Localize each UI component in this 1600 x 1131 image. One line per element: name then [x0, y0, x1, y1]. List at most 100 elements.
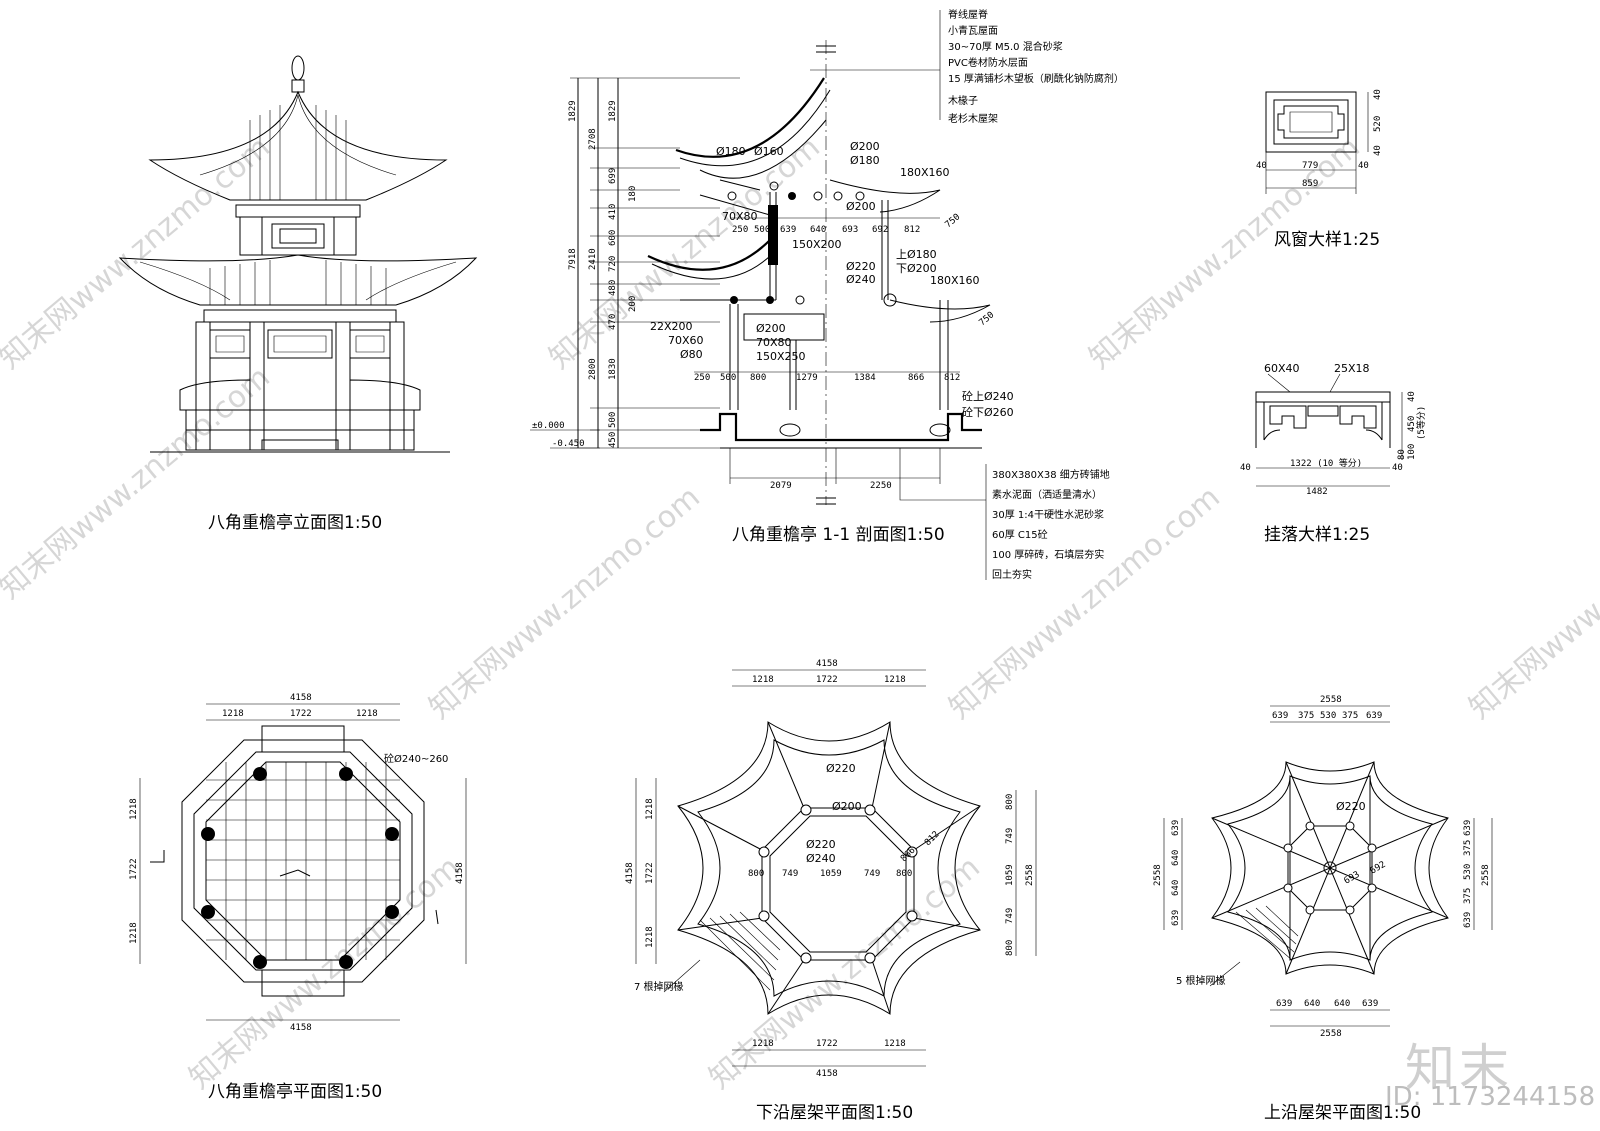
svg-text:1218: 1218: [645, 926, 655, 948]
svg-text:639: 639: [1463, 820, 1473, 836]
svg-text:1218: 1218: [645, 798, 655, 820]
svg-text:500: 500: [754, 225, 770, 235]
svg-text:1218: 1218: [129, 798, 139, 820]
svg-text:530: 530: [1463, 864, 1473, 880]
gualuo-detail: 60X40 25X18 40 1322 (10 等分) 40 1482 40 4…: [1240, 362, 1427, 545]
svg-text:639: 639: [1171, 820, 1181, 836]
svg-text:800: 800: [1005, 940, 1015, 956]
plan-view: 4158 1218 1722 1218 砼Ø240~260: [129, 693, 467, 1102]
svg-text:1218: 1218: [129, 922, 139, 944]
watermark: 知末网www.znzmo.com: [0, 130, 277, 376]
gualuo-caption: 挂落大样1:25: [1264, 525, 1370, 545]
svg-text:1322 (10 等分): 1322 (10 等分): [1290, 457, 1362, 469]
svg-text:1829: 1829: [608, 100, 618, 122]
level-minus: -0.450: [552, 439, 585, 449]
svg-text:375: 375: [1298, 711, 1314, 721]
svg-text:Ø220: Ø220: [1336, 800, 1366, 813]
svg-text:250: 250: [732, 225, 748, 235]
svg-text:800: 800: [1005, 794, 1015, 810]
svg-text:4158: 4158: [290, 693, 312, 703]
svg-text:859: 859: [1302, 179, 1318, 189]
svg-text:砼上Ø240: 砼上Ø240: [962, 390, 1014, 403]
svg-text:1218: 1218: [752, 1039, 774, 1049]
svg-text:150X200: 150X200: [792, 238, 842, 251]
svg-text:70X80: 70X80: [756, 336, 792, 349]
svg-text:600: 600: [608, 230, 618, 246]
svg-text:639: 639: [1362, 999, 1378, 1009]
svg-text:639: 639: [1463, 912, 1473, 928]
svg-text:40: 40: [1407, 391, 1417, 402]
svg-text:639: 639: [780, 225, 796, 235]
svg-text:25X18: 25X18: [1334, 362, 1370, 375]
svg-text:866: 866: [908, 373, 924, 383]
svg-text:2558: 2558: [1320, 695, 1342, 705]
watermark: 知末网www.znzmo.com: [1463, 480, 1600, 726]
svg-text:1218: 1218: [752, 675, 774, 685]
svg-text:150X250: 150X250: [756, 350, 806, 363]
svg-text:749: 749: [1005, 908, 1015, 924]
svg-text:180X160: 180X160: [930, 274, 980, 287]
svg-text:老杉木屋架: 老杉木屋架: [948, 112, 998, 125]
svg-text:500: 500: [720, 373, 736, 383]
svg-text:2708: 2708: [588, 128, 598, 150]
svg-text:2079: 2079: [770, 481, 792, 491]
svg-text:692: 692: [872, 225, 888, 235]
svg-text:520: 520: [1373, 116, 1383, 132]
svg-text:639: 639: [1276, 999, 1292, 1009]
svg-text:1218: 1218: [884, 1039, 906, 1049]
svg-text:639: 639: [1272, 711, 1288, 721]
svg-text:800: 800: [750, 373, 766, 383]
window-detail: 40 779 40 859 40 520 40 风窗大样1:25: [1256, 89, 1383, 250]
svg-text:480: 480: [608, 280, 618, 296]
svg-text:7918: 7918: [568, 248, 578, 270]
lower-roof-caption: 下沿屋架平面图1:50: [756, 1103, 913, 1123]
svg-text:640: 640: [1304, 999, 1320, 1009]
svg-text:Ø200: Ø200: [850, 140, 880, 153]
watermark: 知末网www.znzmo.com: [1083, 130, 1367, 376]
svg-text:2558: 2558: [1153, 864, 1163, 886]
upper-roof-plan: 2558 639 375 530 375 639 Ø220 693 692 5 …: [1153, 695, 1493, 1123]
id-tag: ID: 1173244158: [1385, 1082, 1596, 1112]
svg-text:素水泥面（洒适量清水）: 素水泥面（洒适量清水）: [992, 488, 1102, 501]
svg-text:Ø220: Ø220: [826, 762, 856, 775]
svg-text:639: 639: [1366, 711, 1382, 721]
level-zero: ±0.000: [532, 421, 565, 431]
svg-text:812: 812: [904, 225, 920, 235]
svg-text:脊线屋脊: 脊线屋脊: [948, 8, 988, 21]
svg-text:30~70厚 M5.0 混合砂浆: 30~70厚 M5.0 混合砂浆: [948, 40, 1063, 53]
plan-caption: 八角重檐亭平面图1:50: [208, 1082, 382, 1102]
brand-logo: 知末: [1405, 1039, 1513, 1097]
svg-text:4158: 4158: [625, 862, 635, 884]
svg-text:375: 375: [1342, 711, 1358, 721]
watermark: 知末网www.znzmo.com: [703, 850, 987, 1096]
svg-text:60厚 C15砼: 60厚 C15砼: [992, 528, 1048, 541]
svg-text:PVC卷材防水层面: PVC卷材防水层面: [948, 56, 1028, 69]
svg-text:100 厚碎砖，石填层夯实: 100 厚碎砖，石填层夯实: [992, 548, 1104, 561]
watermark: 知末网www.znzmo.com: [423, 480, 707, 726]
svg-text:450: 450: [608, 432, 618, 448]
svg-text:180X160: 180X160: [900, 166, 950, 179]
svg-text:Ø220: Ø220: [806, 838, 836, 851]
section-caption: 八角重檐亭 1-1 剖面图1:50: [732, 525, 945, 545]
svg-text:30厚 1:4干硬性水泥砂浆: 30厚 1:4干硬性水泥砂浆: [992, 508, 1104, 521]
svg-text:720: 720: [608, 256, 618, 272]
svg-text:640: 640: [1171, 880, 1181, 896]
lower-roof-plan: 4158 1218 1722 1218 Ø220 Ø200 Ø220 Ø240 …: [625, 659, 1037, 1123]
svg-text:1722: 1722: [816, 1039, 838, 1049]
svg-text:2800: 2800: [588, 358, 598, 380]
svg-text:749: 749: [782, 869, 798, 879]
svg-text:1059: 1059: [1005, 864, 1015, 886]
svg-text:2558: 2558: [1320, 1029, 1342, 1039]
svg-text:779: 779: [1302, 161, 1318, 171]
svg-text:15 厚满铺杉木望板（刷酰化钠防腐剂）: 15 厚满铺杉木望板（刷酰化钠防腐剂）: [948, 72, 1124, 85]
svg-text:40: 40: [1373, 89, 1383, 100]
svg-text:22X200: 22X200: [650, 320, 693, 333]
svg-text:小青瓦屋面: 小青瓦屋面: [948, 24, 998, 37]
svg-text:250: 250: [694, 373, 710, 383]
svg-text:750: 750: [944, 212, 963, 230]
svg-text:下Ø200: 下Ø200: [896, 262, 937, 275]
svg-text:木椽子: 木椽子: [948, 94, 978, 107]
svg-text:上Ø180: 上Ø180: [896, 248, 937, 261]
elevation-caption: 八角重檐亭立面图1:50: [208, 513, 382, 533]
